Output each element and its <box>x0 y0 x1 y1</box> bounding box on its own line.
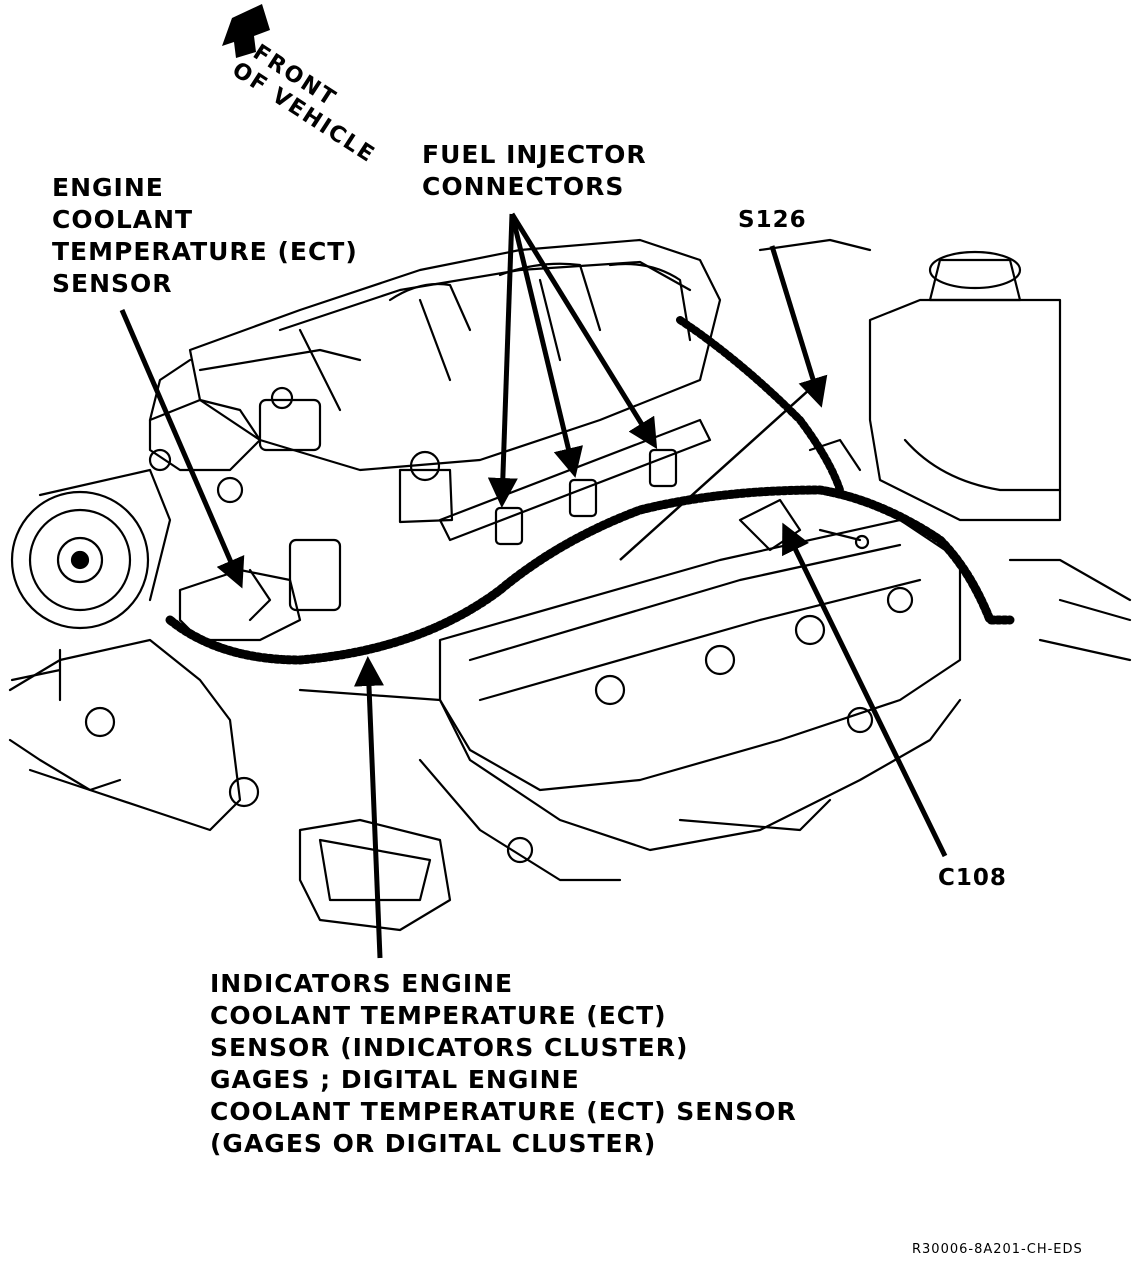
indicator-label-line: COOLANT TEMPERATURE (ECT) <box>210 1001 667 1030</box>
valve-cover <box>438 518 962 792</box>
ect-label-line: ENGINE <box>52 173 164 202</box>
pulley-icon <box>10 468 172 630</box>
injector-leader-1 <box>487 213 518 508</box>
callout-lines <box>119 212 948 959</box>
coolant-reservoir <box>868 298 1062 522</box>
indicator-label-line: GAGES ; DIGITAL ENGINE <box>210 1065 580 1094</box>
indicator-label-line: INDICATORS ENGINE <box>210 969 514 998</box>
injector-label-line: FUEL INJECTOR <box>422 140 647 169</box>
ect-sensor-leader <box>119 309 245 589</box>
ect-label-line: COOLANT <box>52 205 194 234</box>
injector-leader-2 <box>509 213 583 478</box>
part-number: R30006-8A201-CH-EDS <box>912 1242 1083 1257</box>
fuel-injector-connectors-label: FUEL INJECTOR CONNECTORS <box>422 139 647 203</box>
c108-label: C108 <box>938 865 1007 891</box>
indicator-label-line: (GAGES OR DIGITAL CLUSTER) <box>210 1129 657 1158</box>
indicator-sensor-leader <box>353 656 384 959</box>
ect-label-line: TEMPERATURE (ECT) <box>52 237 358 266</box>
indicator-sensor-label: INDICATORS ENGINE COOLANT TEMPERATURE (E… <box>210 968 797 1160</box>
engine-illustration <box>8 238 1132 932</box>
wiring-harness <box>165 485 1015 665</box>
c108-leader <box>782 522 948 858</box>
s126-leader <box>769 245 828 408</box>
injector-leader-3 <box>509 212 658 450</box>
cross-lines <box>619 379 821 561</box>
ect-label-line: SENSOR <box>52 269 173 298</box>
indicator-label-line: SENSOR (INDICATORS CLUSTER) <box>210 1033 689 1062</box>
injector-label-line: CONNECTORS <box>422 172 625 201</box>
ect-sensor-label: ENGINE COOLANT TEMPERATURE (ECT) SENSOR <box>52 172 358 300</box>
indicator-label-line: COOLANT TEMPERATURE (ECT) SENSOR <box>210 1097 797 1126</box>
s126-label: S126 <box>738 207 807 233</box>
front-arrow-icon <box>222 4 270 58</box>
